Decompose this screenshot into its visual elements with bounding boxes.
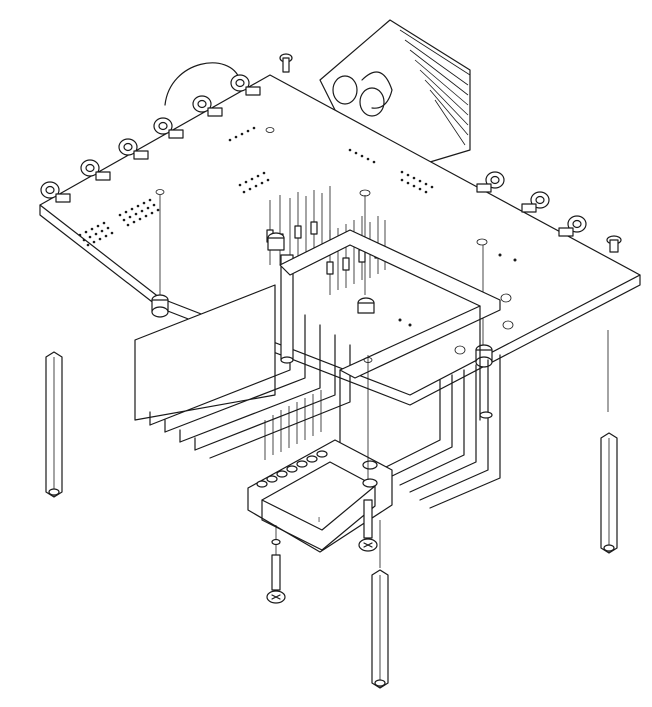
power-transistor-package: I [247,390,393,553]
hex-standoffs-loose [45,330,618,689]
top-heatsink [319,19,471,166]
lower-heatsink [134,229,501,509]
package-mark: I [318,516,320,524]
sma-connector-row-right [476,171,587,237]
hex-standoff-right [600,330,618,554]
sma-connector-row-left [40,74,261,203]
hex-standoff-bottom [371,520,389,689]
cable-loop [164,62,241,106]
mounting-screws [266,355,378,604]
board-top-standoffs [279,53,622,253]
hex-standoff-left [45,351,63,498]
